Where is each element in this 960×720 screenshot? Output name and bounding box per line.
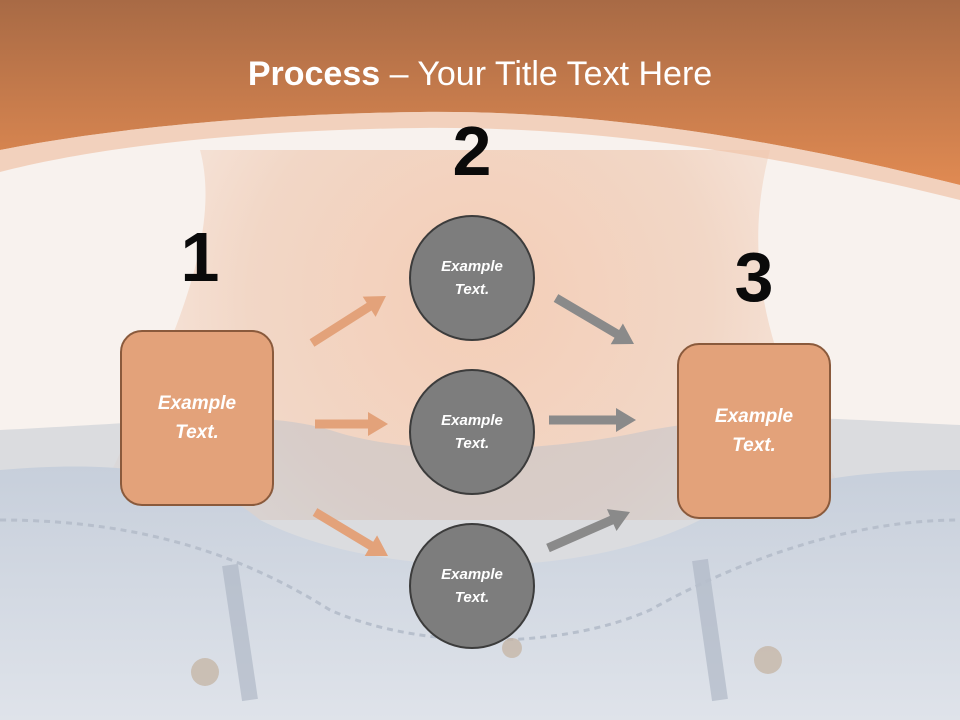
step-3-box: Example Text. xyxy=(677,343,831,519)
arrow-top-to-3 xyxy=(553,294,634,345)
title-rest: – Your Title Text Here xyxy=(380,55,713,93)
arrow-bottom-to-3 xyxy=(546,509,630,553)
slide-title: Process – Your Title Text Here xyxy=(0,52,960,96)
arrow-middle-to-3 xyxy=(549,408,636,432)
step-1-box: Example Text. xyxy=(120,330,274,506)
title-bold: Process xyxy=(247,55,381,93)
arrow-1-to-top xyxy=(309,296,386,347)
step-number-2: 2 xyxy=(452,112,492,190)
arrow-1-to-bottom xyxy=(312,508,388,556)
step-number-1: 1 xyxy=(180,218,220,296)
step-2-circle-bottom: Example Text. xyxy=(409,523,535,649)
step-2-circle-middle: Example Text. xyxy=(409,369,535,495)
step-2-circle-top: Example Text. xyxy=(409,215,535,341)
arrow-1-to-middle xyxy=(315,412,388,436)
step-number-3: 3 xyxy=(734,238,774,316)
